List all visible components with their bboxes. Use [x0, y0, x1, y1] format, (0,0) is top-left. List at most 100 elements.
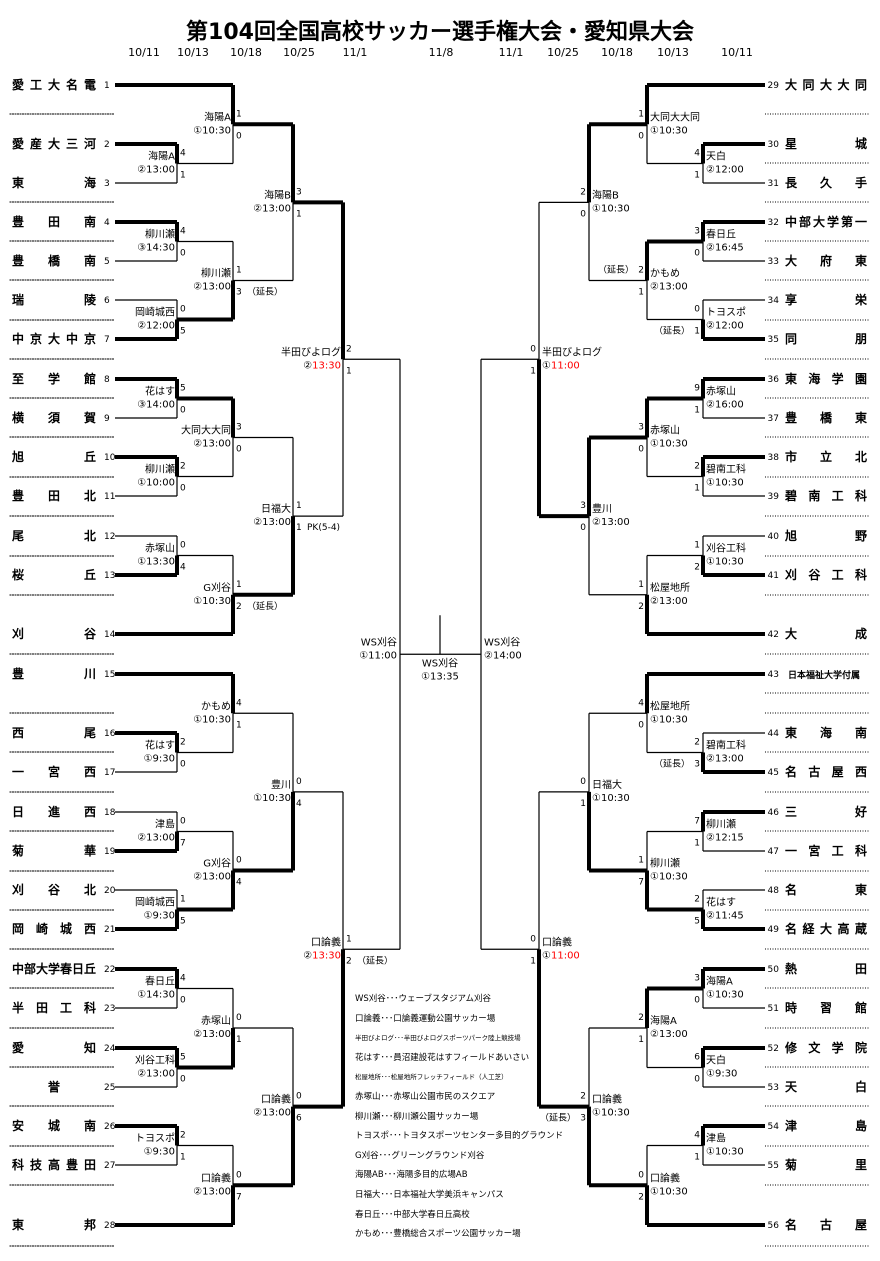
team-name: 碧南工科: [784, 488, 867, 503]
team-name: 星城: [785, 136, 867, 151]
match-time: ①10:30: [706, 990, 744, 1001]
team-seed: 14: [104, 630, 116, 640]
match-score-top: 0: [296, 1092, 302, 1102]
team-seed: 12: [104, 532, 115, 542]
match-score-top: 2: [694, 895, 700, 905]
match-time: ①10:30: [650, 1186, 688, 1197]
round-date: 10/11: [721, 46, 753, 59]
match-score-bottom: 0: [180, 249, 186, 259]
team-seed: 28: [104, 1221, 116, 1231]
match-venue: 口論義: [201, 1171, 231, 1184]
match-time: ②13:00: [650, 282, 688, 293]
match-score-bottom: 0: [638, 445, 644, 455]
match-score-bottom: 4: [236, 878, 242, 888]
match-score-top: 3: [638, 423, 644, 433]
match-score-bottom: 1: [694, 327, 700, 337]
match-time: ②13:00: [193, 282, 231, 293]
match-venue: 花はす: [145, 739, 175, 752]
team-name: 菊華: [11, 843, 96, 858]
match-time: ①10:30: [592, 1108, 630, 1119]
team-name: 豊橋東: [785, 410, 867, 425]
match-score-bottom: 1: [346, 366, 352, 376]
team-name: 刈谷工科: [785, 567, 867, 582]
team-name: 熱田: [785, 961, 867, 976]
team-name: 豊橋南: [12, 253, 96, 268]
match-time: ①10:30: [650, 125, 688, 136]
match-time: ②13:00: [137, 1069, 175, 1080]
match-score-top: 3: [236, 423, 242, 433]
team-name: 岡崎城西: [12, 921, 96, 936]
team-name: 豊田北: [12, 488, 96, 503]
match-venue: 岡崎城西: [135, 896, 175, 909]
match-score-top: 1: [638, 109, 644, 119]
team-seed: 19: [104, 847, 116, 857]
match-score-top: 1: [236, 109, 242, 119]
match-time: ②13:00: [650, 596, 688, 607]
team-seed: 18: [104, 808, 116, 818]
match-score-bottom: 1: [694, 839, 700, 849]
match-time: ②12:15: [706, 833, 744, 844]
team-name: 尾北: [12, 528, 96, 543]
match-score-bottom: 1: [236, 720, 242, 730]
match-score-top: 4: [638, 698, 644, 708]
match-score-top: 2: [346, 344, 352, 354]
venue-legend-item: 柳川瀬･･･柳川瀬公園サッカー場: [355, 1111, 479, 1122]
team-seed: 25: [104, 1083, 115, 1093]
team-seed: 46: [768, 808, 780, 818]
round-date: 11/1: [342, 46, 368, 59]
match-venue: 柳川瀬: [145, 463, 175, 476]
match-time: ①10:30: [193, 596, 231, 607]
team-seed: 50: [768, 965, 780, 975]
match-venue: 海陽B: [264, 188, 291, 201]
team-seed: 15: [104, 670, 115, 680]
match-score-bottom: 0: [180, 996, 186, 1006]
match-score-top: 1: [236, 266, 242, 276]
match-score-top: 1: [236, 580, 242, 590]
venue-legend-item: G刈谷･･･グリーングラウンド刈谷: [355, 1150, 485, 1161]
venue-legend-item: 口論義･･･口論義運動公園サッカー場: [355, 1013, 496, 1024]
match-venue: 海陽A: [650, 1014, 677, 1027]
match-score-top: 0: [694, 305, 700, 315]
team-seed: 11: [104, 492, 115, 502]
match-note: （延長）: [357, 954, 393, 966]
match-score-top: 2: [638, 266, 644, 276]
round-date: 10/18: [230, 46, 262, 59]
match-note: （延長）: [654, 325, 690, 337]
team-name: 刈谷北: [12, 882, 96, 897]
match-score-top: 0: [530, 344, 536, 354]
match-venue: 津島: [706, 1132, 726, 1145]
round-date: 10/25: [547, 46, 579, 59]
match-score-top: 2: [180, 462, 186, 472]
match-score-bottom: 1: [180, 171, 186, 181]
team-name: 豊田南: [12, 214, 96, 229]
match-score-top: 2: [580, 1092, 586, 1102]
team-name: 東海学園: [785, 371, 867, 386]
team-seed: 32: [768, 218, 779, 228]
match-score-top: 0: [580, 777, 586, 787]
match-score-top: 4: [694, 149, 700, 159]
match-time: ②13:00: [706, 754, 744, 765]
match-score-top: 1: [296, 501, 302, 511]
team-seed: 17: [104, 768, 115, 778]
team-name: 中京大中京: [12, 331, 96, 346]
match-venue: 赤塚山: [650, 425, 680, 437]
match-time: ②13:00: [253, 203, 291, 214]
match-score-top: 2: [580, 187, 586, 197]
round-date: 10/18: [601, 46, 633, 59]
match-venue: 松屋地所: [650, 699, 690, 712]
match-time: ①10:30: [193, 714, 231, 725]
match-score-bottom: 2: [236, 602, 242, 612]
team-name: 中部大学春日丘: [12, 961, 96, 976]
team-name: 豊川: [12, 666, 96, 681]
team-seed: 4: [104, 218, 110, 228]
match-score-top: 6: [694, 1053, 700, 1063]
match-note: PK(5-4): [307, 523, 340, 533]
match-venue: 日福大: [261, 502, 291, 515]
team-seed: 8: [104, 375, 110, 385]
match-venue: トヨスポ: [706, 307, 746, 319]
match-venue: 口論義: [311, 935, 341, 948]
match-score-top: 0: [638, 1170, 644, 1180]
match-time: ②13:00: [193, 1186, 231, 1197]
match-venue: 天白: [706, 1054, 726, 1067]
match-time: ②13:00: [592, 517, 630, 528]
